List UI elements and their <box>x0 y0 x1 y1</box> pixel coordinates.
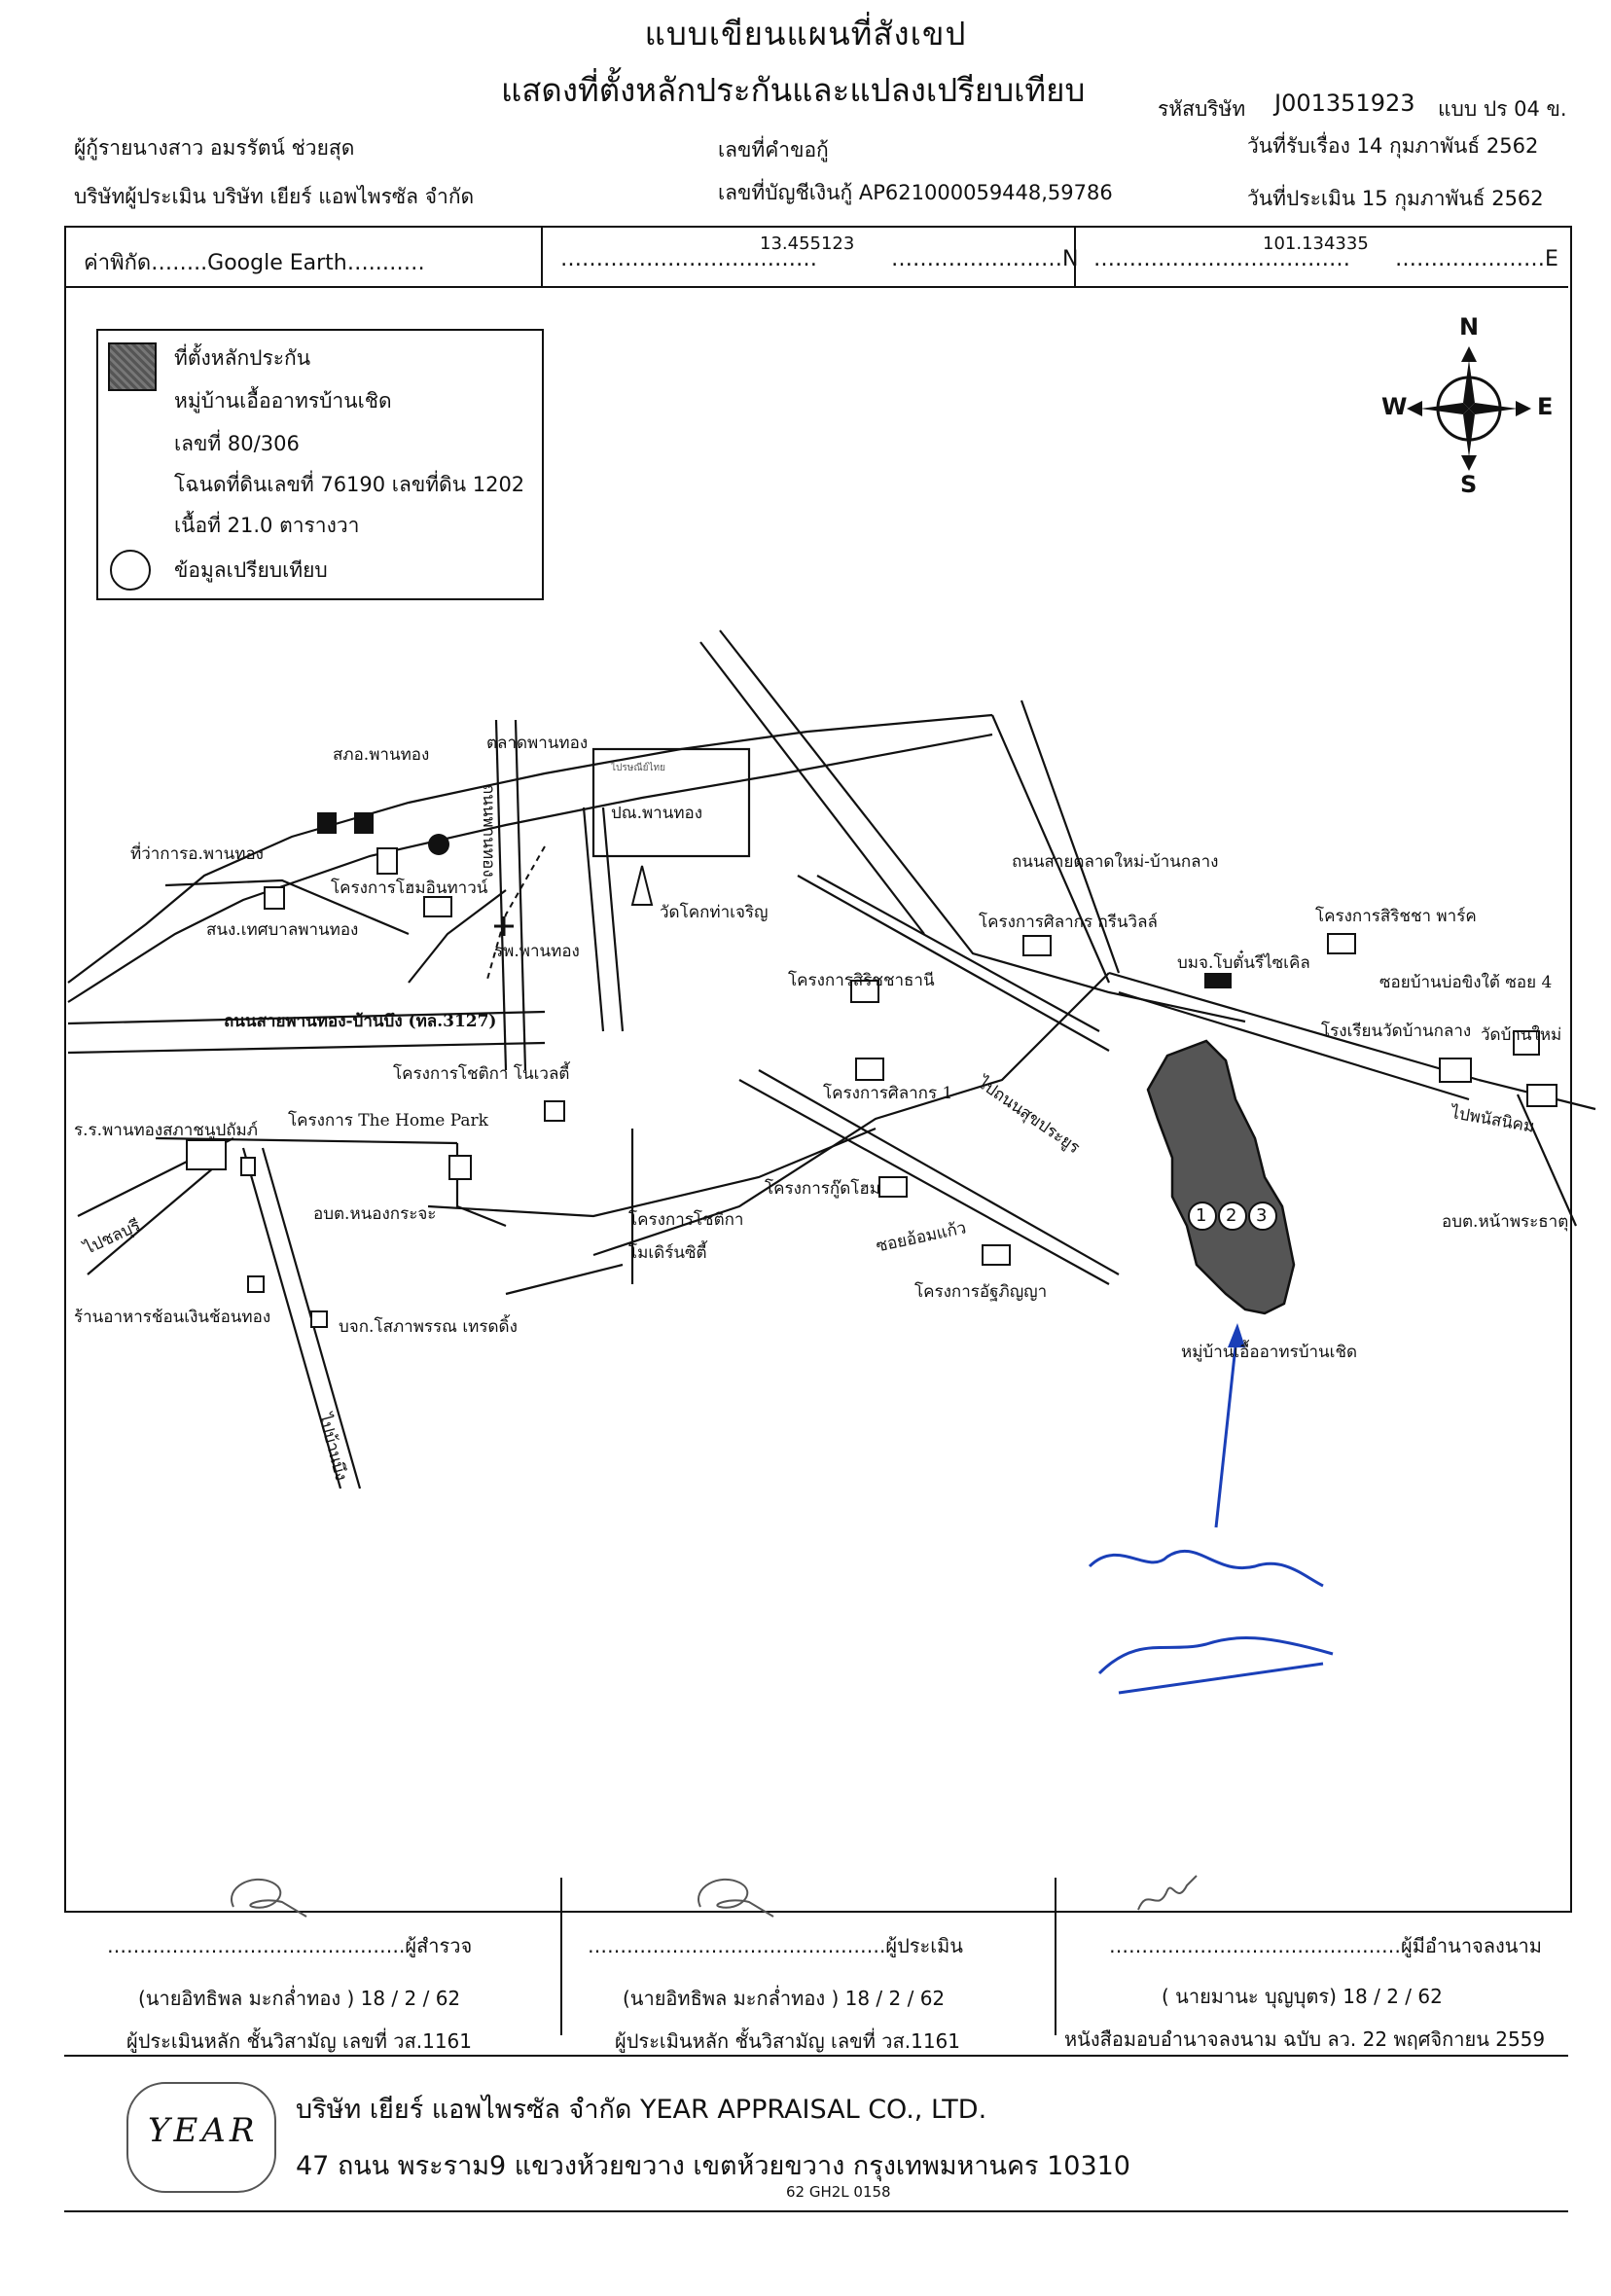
coordinate-row: ค่าพิกัด……..Google Earth…..…… …………………………… <box>64 226 1568 288</box>
map-label: โครงการอัฐภิญญา <box>914 1282 1048 1302</box>
map-label: โครงการโชติกา <box>628 1210 744 1230</box>
legend-collateral: ที่ตั้งหลักประกัน <box>174 346 311 370</box>
map-label: ปณ.พานทอง <box>611 804 703 823</box>
map-label: โครงการ The Home Park <box>288 1111 488 1130</box>
map-label: โครงการศิลากร กรีนวิลล์ <box>979 913 1158 932</box>
lon-suffix: …………………E <box>1395 247 1558 271</box>
account-no: เลขที่บัญชีเงินกู้ AP621000059448,59786 <box>718 181 1113 204</box>
comparison-2: 2 <box>1226 1205 1237 1226</box>
map-label: ถนนพานทอง <box>479 784 498 878</box>
map-label: ร.ร.พานทองสภาชนูปถัมภ์ <box>74 1121 258 1140</box>
appraiser-signature-icon <box>698 1878 774 1918</box>
lon-prefix: ……………………………… <box>1093 247 1350 271</box>
map-label: ที่ว่าการอ.พานทอง <box>130 844 264 864</box>
map-frame <box>64 226 1572 1913</box>
appraiser-company: บริษัทผู้ประเมิน บริษัท เยียร์ แอพไพรซัล… <box>74 185 475 208</box>
page-subtitle: แสดงที่ตั้งหลักประกันและแปลงเปรียบเทียบ <box>501 71 1086 109</box>
legend-village: หมู่บ้านเอื้ออาทรบ้านเชิด <box>174 389 392 413</box>
map-label: ถนนสายพานทอง-บ้านบึง (ทล.3127) <box>224 1012 497 1031</box>
company-code-label: รหัสบริษัท <box>1158 97 1246 121</box>
map-label: อบต.หนองกระจะ <box>313 1204 437 1224</box>
map-label: วัดบ้านใหม่ <box>1481 1025 1562 1045</box>
comparison-circle-icon <box>110 550 151 591</box>
coord-divider <box>541 226 543 286</box>
map-label: บมจ.โบตั๋นรีไซเคิล <box>1177 953 1310 973</box>
legend-house-no: เลขที่ 80/306 <box>174 432 300 455</box>
footer-doc-code: 62 GH2L 0158 <box>786 2183 891 2201</box>
legend-deed: โฉนดที่ดินเลขที่ 76190 เลขที่ดิน 1202 <box>174 473 525 496</box>
map-label: ไปรษณีย์ไทย <box>611 763 665 773</box>
receive-date: วันที่รับเรื่อง 14 กุมภาพันธ์ 2562 <box>1247 134 1539 158</box>
appraiser-name: (นายอิทธิพล มะกล่ำทอง ) 18 / 2 / 62 <box>623 1987 946 2010</box>
surveyor-signature-icon <box>231 1878 307 1918</box>
footer-company: บริษัท เยียร์ แอพไพรซัล จำกัด YEAR APPRA… <box>296 2095 987 2125</box>
map-label: ถนนสายตลาดใหม่-บ้านกลาง <box>1012 852 1219 872</box>
map-label: โครงการศิลากร 1 <box>823 1084 953 1103</box>
latitude-value: 13.455123 <box>760 233 855 254</box>
legend-comparison: ข้อมูลเปรียบเทียบ <box>174 558 328 582</box>
collateral-parcel <box>1146 1039 1296 1315</box>
map-label: โมเดิร์นซิตี้ <box>628 1243 707 1263</box>
lat-prefix: ……………………………… <box>560 247 817 271</box>
form-type: แบบ ปร 04 ข. <box>1438 97 1567 121</box>
map-label: โครงการโฮมอินทาวน์ <box>331 879 488 898</box>
sig-divider <box>1055 1878 1056 2035</box>
legend-area: เนื้อที่ 21.0 ตารางวา <box>174 514 360 537</box>
company-logo-icon <box>126 2082 276 2193</box>
map-legend: ที่ตั้งหลักประกัน หมู่บ้านเอื้ออาทรบ้านเ… <box>96 329 544 600</box>
longitude-value: 101.134335 <box>1263 233 1369 254</box>
map-label: โครงการโชติกา โนเวลตี้ <box>393 1064 570 1084</box>
coord-source: ค่าพิกัด……..Google Earth…..…… <box>84 251 425 275</box>
map-label: รพ.พานทอง <box>494 942 580 961</box>
map-label: ตลาดพานทอง <box>486 734 589 753</box>
company-logo-text: YEAR <box>148 2111 259 2150</box>
map-label: วัดโคกท่าเจริญ <box>660 903 769 922</box>
authority-name: ( นายมานะ บุญบุตร) 18 / 2 / 62 <box>1162 1985 1443 2008</box>
request-no-label: เลขที่คำขอกู้ <box>718 138 829 161</box>
map-label: ซอยบ้านบ่อขิงใต้ ซอย 4 <box>1379 973 1553 992</box>
appraiser-line: ……………………………………….ผู้ประเมิน <box>588 1934 963 1957</box>
map-label: สภอ.พานทอง <box>333 745 430 765</box>
sig-divider <box>560 1878 562 2035</box>
compass-n: N <box>1459 313 1480 341</box>
appraisal-date: วันที่ประเมิน 15 กุมภาพันธ์ 2562 <box>1247 187 1544 210</box>
collateral-swatch <box>108 342 157 391</box>
compass-s: S <box>1460 471 1478 498</box>
authority-line: ………………………………………ผู้มีอำนาจลงนาม <box>1109 1934 1542 1957</box>
map-label: โครงการสิริชชา พาร์ค <box>1315 907 1477 926</box>
company-code: J001351923 <box>1274 90 1415 117</box>
compass-w: W <box>1381 393 1408 420</box>
map-label: โครงการสิริชชาธานี <box>788 971 935 990</box>
comparison-3: 3 <box>1256 1205 1268 1226</box>
comparison-1: 1 <box>1196 1205 1207 1226</box>
compass-e: E <box>1537 393 1554 420</box>
map-label: โครงการกู๊ดโฮม <box>765 1179 880 1199</box>
map-label: บจก.โสภาพรรณ เทรดดิ้ง <box>339 1317 518 1337</box>
page-title: แบบเขียนแผนที่สังเขป <box>644 15 967 53</box>
surveyor-title: ผู้ประเมินหลัก ชั้นวิสามัญ เลขที่ วส.116… <box>126 2029 472 2053</box>
map-label: หมู่บ้านเอื้ออาทรบ้านเชิด <box>1181 1343 1358 1362</box>
authority-signature-icon <box>1137 1875 1198 1911</box>
surveyor-name: (นายอิทธิพล มะกล่ำทอง ) 18 / 2 / 62 <box>138 1987 461 2010</box>
borrower-label: ผู้กู้รายนางสาว อมรรัตน์ ช่วยสุด <box>74 136 355 160</box>
surveyor-line: ……………………………………….ผู้สำรวจ <box>107 1934 473 1957</box>
footer-address: 47 ถนน พระราม9 แขวงห้วยขวาง เขตห้วยขวาง … <box>296 2151 1130 2181</box>
compass-icon <box>1407 346 1531 471</box>
coord-divider <box>1074 226 1076 286</box>
map-label: สนง.เทศบาลพานทอง <box>206 920 359 940</box>
lat-suffix: ……………………N <box>891 247 1079 271</box>
authority-title: หนังสือมอบอำนาจลงนาม ฉบับ ลว. 22 พฤศจิกา… <box>1064 2027 1546 2051</box>
map-label: อบต.หน้าพระธาตุ <box>1442 1212 1569 1232</box>
footer-rule <box>64 2210 1568 2212</box>
appraiser-title: ผู้ประเมินหลัก ชั้นวิสามัญ เลขที่ วส.116… <box>615 2029 960 2053</box>
map-label: โรงเรียนวัดบ้านกลาง <box>1321 1022 1472 1041</box>
footer-rule <box>64 2055 1568 2057</box>
map-label: ร้านอาหารช้อนเงินช้อนทอง <box>74 1308 271 1327</box>
